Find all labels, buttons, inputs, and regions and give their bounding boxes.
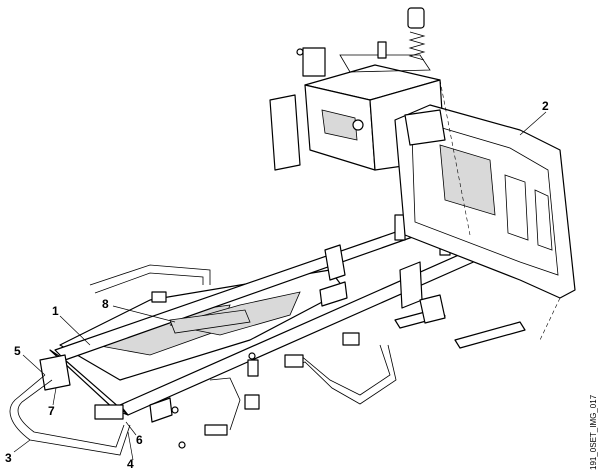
rear-panel-plate: [404, 109, 446, 146]
callout-labels: 1 2 3 4 5 6 7 8: [5, 99, 549, 471]
rear-panel-inner: [411, 124, 559, 276]
callout-7: 7: [48, 404, 55, 418]
front-linkage: [171, 352, 260, 449]
floor-bracket: [169, 309, 251, 334]
mid-bracket-3: [399, 261, 423, 309]
front-bracket: [39, 354, 71, 391]
rear-bracket-c: [419, 294, 446, 324]
rear-panel-cutout: [439, 144, 496, 216]
footrest-tubes: [284, 332, 397, 405]
callout-2: 2: [542, 99, 549, 113]
front-pivot: [94, 404, 124, 420]
footrest-block-1: [284, 354, 304, 368]
callout-3: 3: [5, 451, 12, 465]
rear-bracket-b: [454, 321, 526, 349]
leader-lines: [13, 111, 547, 461]
main-frame: [39, 214, 479, 423]
rear-support: [324, 244, 346, 281]
top-fasteners: [296, 41, 387, 131]
rear-post-left: [394, 214, 406, 241]
mid-bracket-1: [149, 397, 173, 423]
spring-assembly: [407, 7, 426, 61]
rear-brackets: [394, 294, 526, 349]
rear-panel-slot-2: [534, 189, 553, 251]
callout-5: 5: [14, 344, 21, 358]
tower-window: [321, 109, 358, 141]
footrest-block-2: [342, 332, 360, 346]
callout-1: 1: [52, 304, 59, 318]
callout-8: 8: [102, 297, 109, 311]
rear-tube-loop: [89, 264, 211, 303]
rear-panel-slot-1: [504, 174, 529, 241]
tower-side-panel: [269, 94, 301, 171]
spring-cap: [407, 7, 425, 29]
tube-clamp: [151, 291, 167, 303]
mid-bracket-2: [319, 281, 348, 307]
image-code: 191_0SET_IMG_017: [589, 394, 598, 470]
callout-6: 6: [136, 433, 143, 447]
callout-4: 4: [127, 457, 134, 471]
tower-top-plate: [339, 54, 431, 73]
rear-panel: [394, 79, 576, 341]
spring-coil: [408, 31, 426, 61]
